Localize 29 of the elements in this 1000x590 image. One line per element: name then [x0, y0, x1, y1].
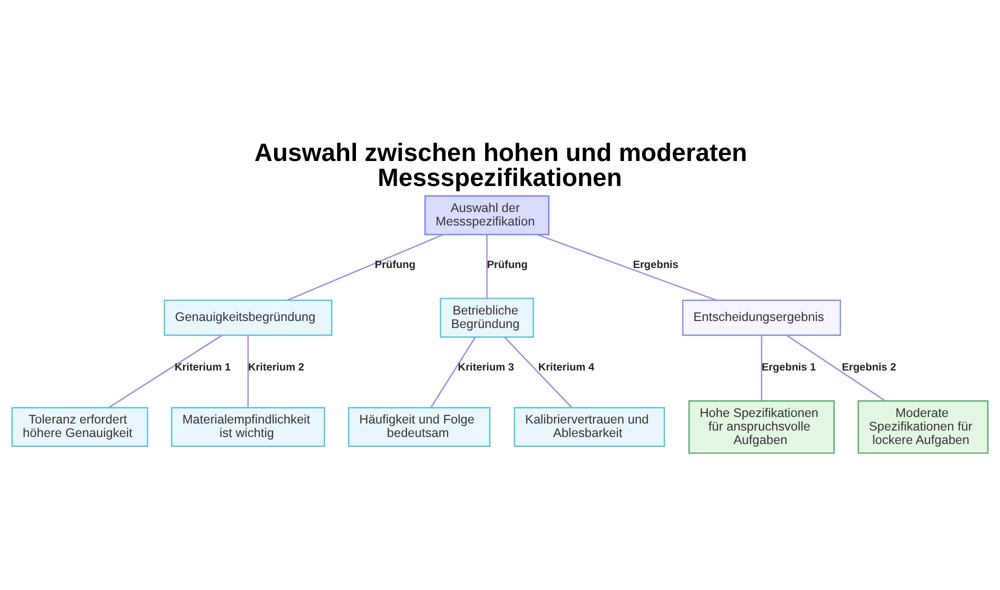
edge-label: Kriterium 3 [458, 361, 514, 374]
connector [504, 336, 572, 408]
edge-label: Prüfung [486, 258, 528, 271]
edge-label: Ergebnis 2 [842, 361, 896, 374]
node-box: Entscheidungsergebnis [682, 299, 842, 336]
edge-label: Kriterium 4 [538, 361, 594, 374]
connector [786, 334, 886, 401]
connector [760, 334, 762, 400]
edge-label: Prüfung [374, 258, 416, 271]
edge-label: Ergebnis [632, 258, 678, 271]
connector [247, 334, 249, 408]
connector [486, 234, 488, 298]
connector [108, 334, 223, 408]
edge-label: Kriterium 1 [174, 361, 231, 374]
node-box: Betriebliche Begründung [440, 297, 534, 338]
node-box: Kalibriervertrauen und Ablesbarkeit [514, 406, 666, 447]
connector [430, 336, 476, 408]
node-box: Materialempfindlichkeit ist wichtig [171, 406, 326, 447]
node-box: Moderate Spezifikationen für lockere Aufgaben [858, 400, 989, 454]
connector [287, 234, 444, 300]
node-box: Auswahl der Messspezifikation [424, 194, 550, 235]
node-box: Genauigkeitsbegründung [164, 299, 332, 336]
edge-label: Kriterium 2 [248, 361, 304, 374]
diagram-title: Auswahl zwischen hohen und moderaten Messspezifikationen [254, 138, 748, 192]
edge-label: Ergebnis 1 [762, 361, 816, 374]
node-box: Toleranz erfordert höhere Genauigkeit [11, 406, 148, 447]
node-box: Häufigkeit und Folge bedeutsam [348, 406, 491, 447]
node-box: Hohe Spezifikationen für anspruchsvolle Aufgaben [688, 400, 835, 454]
connector [537, 234, 717, 300]
